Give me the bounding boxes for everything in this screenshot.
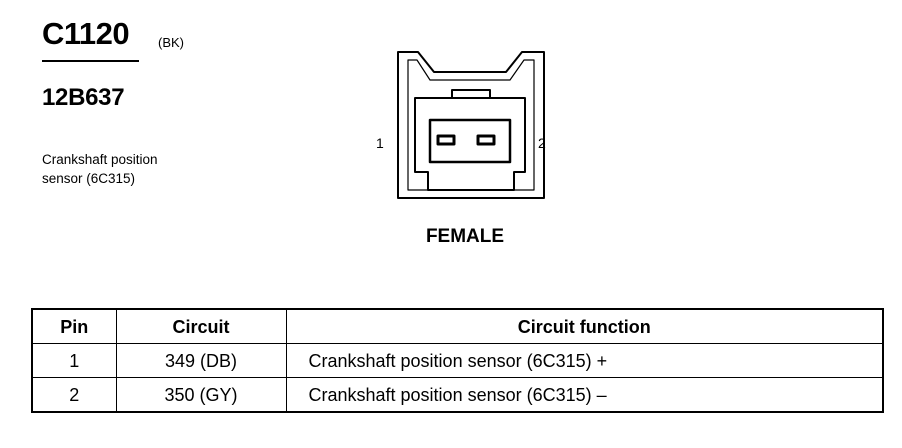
connector-latch	[451, 89, 491, 98]
connector-gender-label: FEMALE	[425, 226, 505, 247]
table-row: 2 350 (GY) Crankshaft position sensor (6…	[31, 377, 884, 413]
description-line: sensor (6C315)	[42, 171, 136, 186]
pin-table: Pin Circuit Circuit function 1 349 (DB) …	[31, 308, 884, 413]
description-line: Crankshaft position	[42, 152, 158, 167]
cell-pin: 1	[31, 343, 117, 378]
connector-outer-shell	[397, 51, 545, 199]
header-circuit: Circuit	[115, 308, 287, 344]
connector-inner-shell	[407, 59, 535, 191]
cell-circuit-function: Crankshaft position sensor (6C315) +	[285, 343, 884, 378]
cell-pin: 2	[31, 377, 117, 413]
pin-cavity-1	[436, 134, 456, 146]
header-pin: Pin	[31, 308, 117, 344]
cell-circuit-function: Crankshaft position sensor (6C315) –	[285, 377, 884, 413]
pin-label-1: 1	[376, 135, 384, 151]
pin-cavity-housing	[428, 118, 512, 164]
connector-face-diagram	[397, 51, 545, 199]
pin-cavity-2	[476, 134, 496, 146]
header-circuit-function: Circuit function	[285, 308, 884, 344]
part-number: 12B637	[42, 84, 125, 111]
cell-circuit: 350 (GY)	[115, 377, 287, 413]
color-code: (BK)	[158, 35, 184, 50]
connector-id-underline	[42, 60, 139, 62]
table-row: 1 349 (DB) Crankshaft position sensor (6…	[31, 343, 884, 378]
connector-id: C1120	[42, 16, 130, 51]
connector-insert	[414, 97, 526, 191]
connector-description: Crankshaft position sensor (6C315)	[42, 150, 242, 188]
table-header-row: Pin Circuit Circuit function	[31, 308, 884, 344]
pin-label-2: 2	[538, 135, 546, 151]
cell-circuit: 349 (DB)	[115, 343, 287, 378]
